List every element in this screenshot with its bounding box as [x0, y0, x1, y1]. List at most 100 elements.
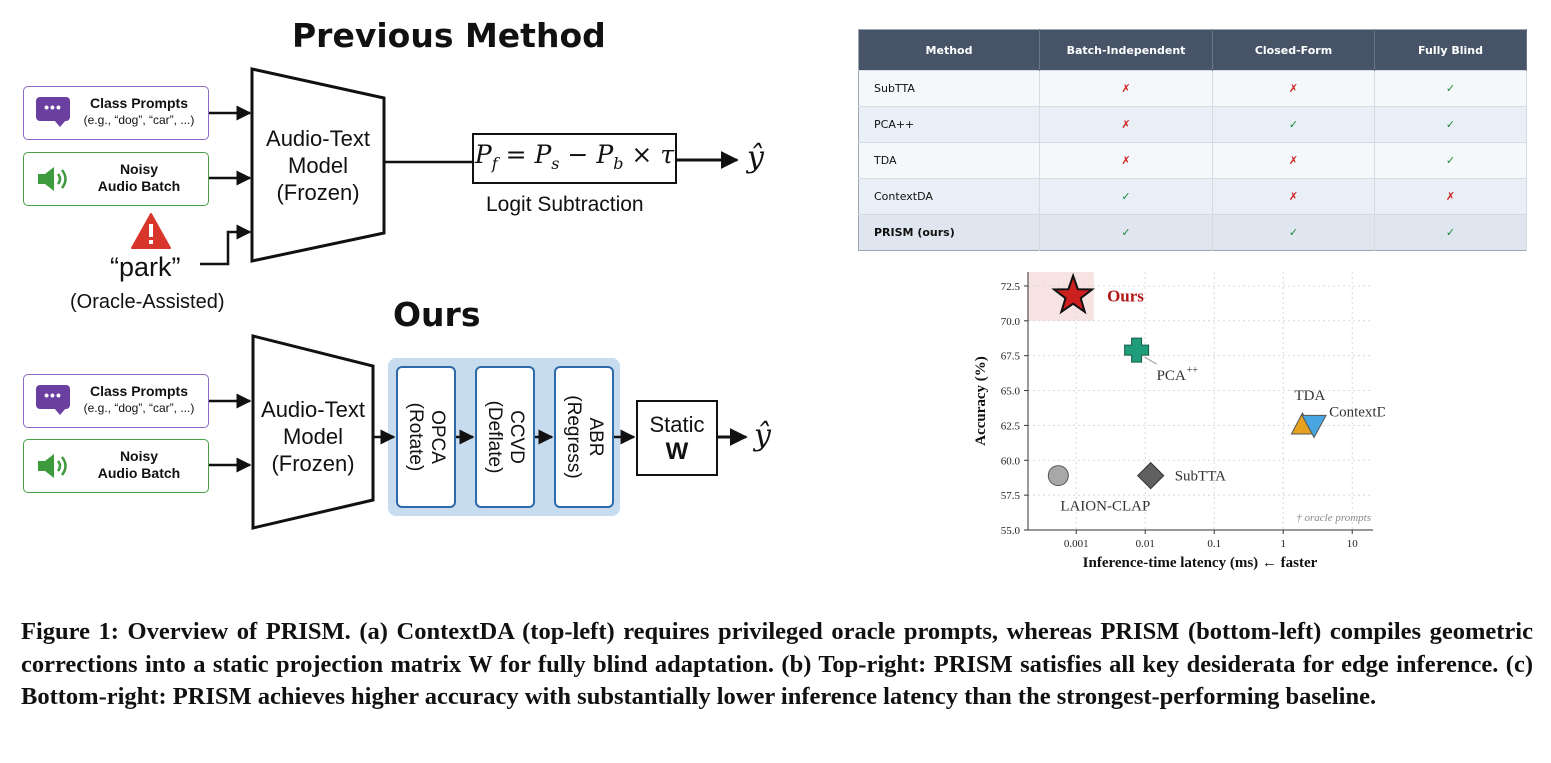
x-tick-label: 0.01	[1136, 538, 1155, 550]
model-line2: Model	[288, 153, 348, 178]
chat-icon: •••	[36, 385, 70, 415]
model-line1: Audio-Text	[261, 397, 365, 422]
y-tick-label: 67.5	[1001, 351, 1021, 363]
static-w-box: Static W	[636, 400, 718, 476]
class-prompts-label: Class Prompts (e.g., “dog”, “car”, ...)	[74, 95, 204, 129]
x-tick-label: 0.001	[1064, 538, 1089, 550]
closed-form-cell: ✓	[1212, 214, 1375, 251]
model-line2: Model	[283, 424, 343, 449]
class-prompts-title: Class Prompts	[89, 95, 189, 111]
warning-icon	[131, 213, 171, 249]
fully-blind-cell: ✓	[1374, 142, 1527, 179]
table-row-ours: PRISM (ours) ✓ ✓ ✓	[858, 214, 1527, 251]
table-row: TDA ✗ ✗ ✓	[858, 142, 1527, 179]
batch-independent-cell: ✓	[1039, 214, 1213, 251]
y-tick-label: 55.0	[1001, 525, 1021, 537]
stage-ccvd-name: CCVD	[506, 410, 527, 464]
model-line3: (Frozen)	[271, 451, 355, 476]
oracle-note: (Oracle-Assisted)	[70, 291, 225, 313]
table-header-row: Method Batch-Independent Closed-Form Ful…	[858, 29, 1527, 71]
table-header-fully-blind: Fully Blind	[1374, 29, 1527, 71]
static-label: Static	[649, 412, 705, 437]
ours-class-prompts-box: ••• Class Prompts (e.g., “dog”, “car”, .…	[23, 374, 209, 428]
method-cell: ContextDA	[858, 178, 1040, 215]
stage-opca-name: OPCA	[427, 410, 448, 464]
stage-abr-label: ABR (Regress)	[562, 395, 606, 478]
marker-subtta	[1136, 461, 1165, 490]
x-tick-label: 0.1	[1207, 538, 1221, 550]
batch-independent-cell: ✗	[1039, 106, 1213, 143]
stage-opca-sub: (Rotate)	[405, 402, 426, 472]
method-cell: SubTTA	[858, 70, 1040, 107]
stage-abr-sub: (Regress)	[563, 395, 584, 479]
class-prompts-examples: (e.g., “dog”, “car”, ...)	[83, 113, 195, 127]
noisy-audio-label: Noisy Audio Batch	[74, 161, 204, 195]
figure-caption: Figure 1: Overview of PRISM. (a) Context…	[21, 618, 1533, 710]
method-cell: PCA++	[858, 106, 1040, 143]
oracle-word: “park”	[110, 252, 181, 282]
class-prompts-label: Class Prompts (e.g., “dog”, “car”, ...)	[74, 383, 204, 417]
model-line3: (Frozen)	[276, 180, 360, 205]
stage-abr: ABR (Regress)	[554, 366, 614, 508]
formula-eq: =	[497, 140, 535, 169]
table-row: PCA++ ✗ ✓ ✓	[858, 106, 1527, 143]
y-tick-label: 57.5	[1001, 490, 1021, 502]
fully-blind-cell: ✗	[1374, 178, 1527, 215]
x-axis-title: Inference-time latency (ms) ← faster	[1083, 555, 1318, 571]
y-tick-label: 62.5	[1001, 420, 1021, 432]
label-ours: Ours	[1107, 287, 1144, 306]
formula-lhs: P	[474, 140, 492, 169]
desiderata-table: Method Batch-Independent Closed-Form Ful…	[858, 29, 1527, 251]
method-cell: TDA	[858, 142, 1040, 179]
closed-form-cell: ✗	[1212, 142, 1375, 179]
speaker-icon	[38, 167, 67, 191]
y-tick-label: 72.5	[1001, 281, 1021, 293]
ours-title: Ours	[393, 295, 481, 334]
label-pca: PCA	[1157, 368, 1186, 384]
chart-marks	[1047, 272, 1327, 490]
label-subtta: SubTTA	[1175, 469, 1226, 485]
fully-blind-cell: ✓	[1374, 214, 1527, 251]
batch-independent-cell: ✓	[1039, 178, 1213, 215]
logit-formula-box: Pf = Ps − Pb × τ	[472, 133, 677, 184]
ours-model-label: Audio-Text Model (Frozen)	[253, 396, 373, 477]
stage-ccvd-sub: (Deflate)	[484, 400, 505, 474]
noisy-line1: Noisy	[119, 448, 159, 464]
batch-independent-cell: ✗	[1039, 70, 1213, 107]
table-header-batch-independent: Batch-Independent	[1039, 29, 1213, 71]
x-tick-label: 1	[1280, 538, 1286, 550]
pca-leader-line	[1144, 356, 1157, 365]
marker-pca-	[1124, 337, 1150, 363]
marker-contextda	[1301, 414, 1327, 439]
noisy-line2: Audio Batch	[97, 465, 181, 481]
stage-abr-name: ABR	[585, 417, 606, 457]
static-w-label: W	[665, 438, 689, 465]
batch-independent-cell: ✗	[1039, 142, 1213, 179]
oracle-prompts-note: † oracle prompts	[1296, 512, 1371, 524]
previous-noisy-audio-box: Noisy Audio Batch	[23, 152, 209, 206]
formula-pb: P	[596, 140, 614, 169]
speaker-icon	[38, 454, 67, 478]
x-tick-label: 10	[1347, 538, 1359, 550]
previous-method-title: Previous Method	[292, 16, 606, 55]
noisy-line1: Noisy	[119, 161, 159, 177]
label-pca-sup: ++	[1187, 365, 1199, 376]
label-contextda: ContextDA	[1329, 404, 1385, 420]
closed-form-cell: ✗	[1212, 178, 1375, 215]
fully-blind-cell: ✓	[1374, 106, 1527, 143]
marker-laion-clap	[1047, 465, 1069, 487]
class-prompts-title: Class Prompts	[89, 383, 189, 399]
previous-connectors	[200, 67, 739, 266]
model-line1: Audio-Text	[266, 126, 370, 151]
closed-form-cell: ✗	[1212, 70, 1375, 107]
label-laion-clap: LAION-CLAP	[1060, 499, 1150, 515]
stage-ccvd-label: CCVD (Deflate)	[483, 401, 527, 474]
y-axis-title: Accuracy (%)	[973, 356, 989, 446]
previous-output: ŷ	[747, 140, 764, 175]
table-row: SubTTA ✗ ✗ ✓	[858, 70, 1527, 107]
noisy-line2: Audio Batch	[97, 178, 181, 194]
previous-model-label: Audio-Text Model (Frozen)	[252, 125, 384, 206]
formula-minus: −	[559, 140, 597, 169]
